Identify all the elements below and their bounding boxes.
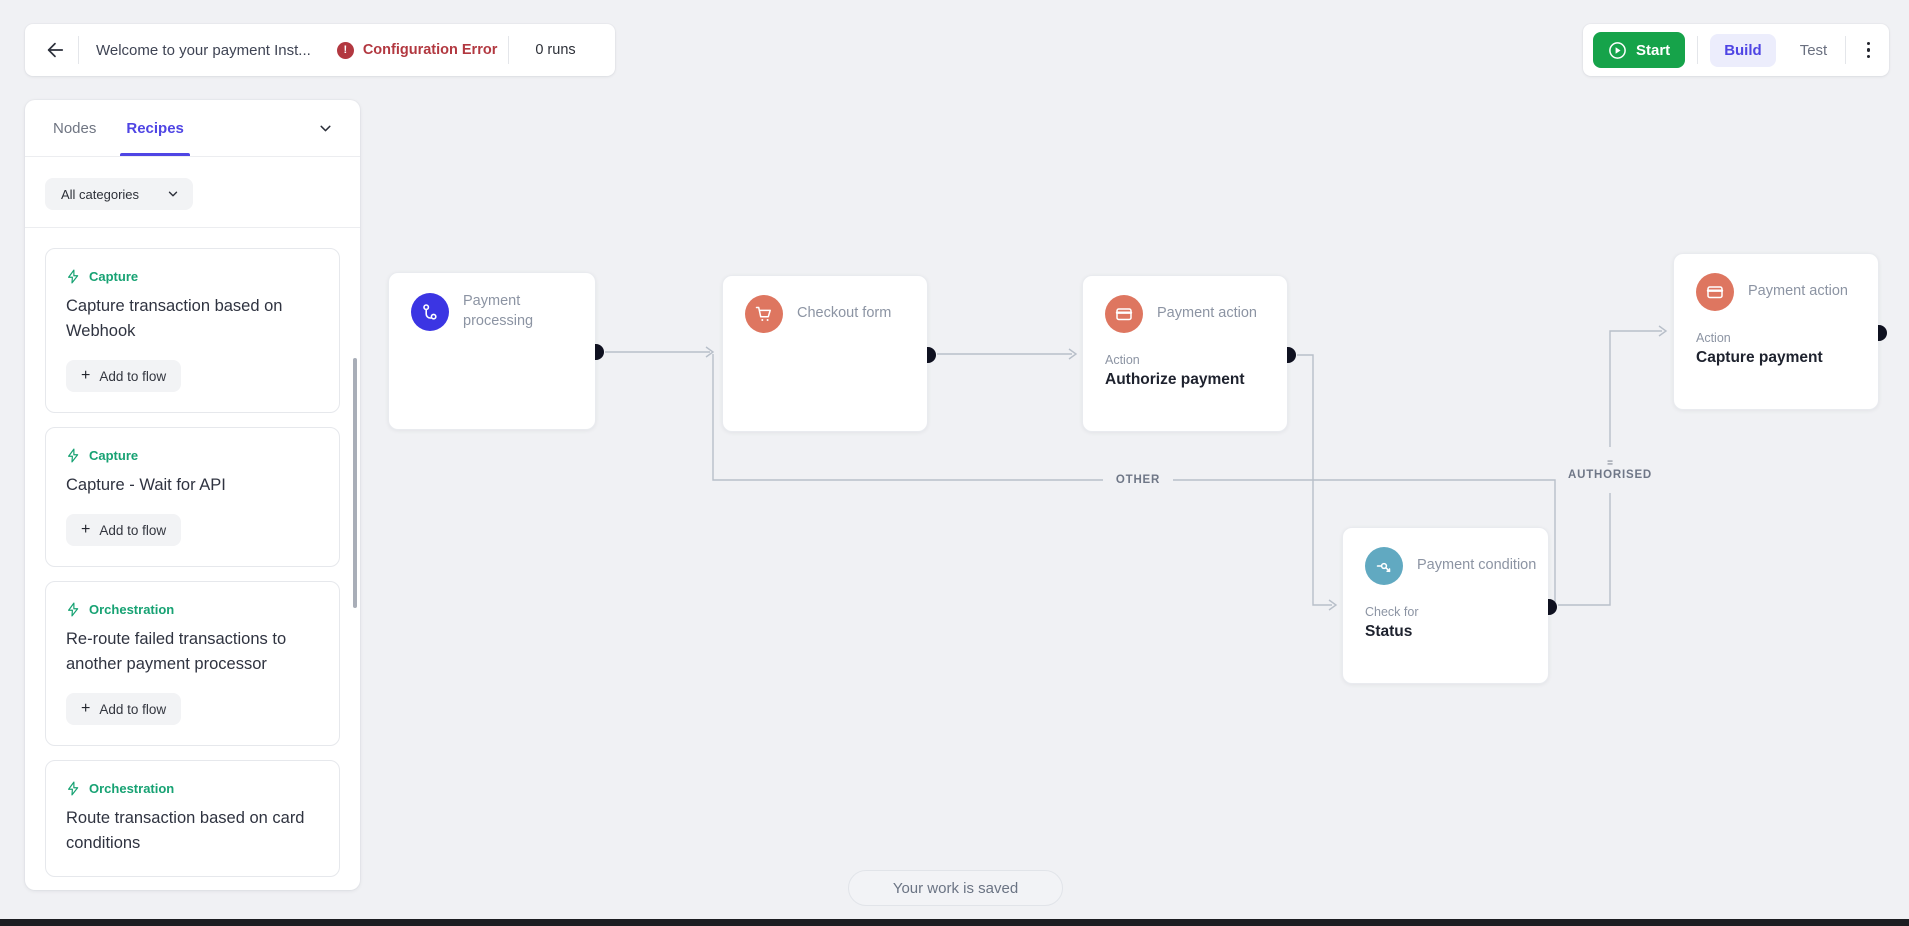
node-detail-value: Status [1365, 623, 1413, 640]
node-detail-label: Action [1105, 353, 1140, 367]
recipes-list: Capture Capture transaction based on Web… [25, 228, 360, 890]
category-filter-dropdown[interactable]: All categories [45, 178, 193, 210]
scrollbar-thumb[interactable] [353, 358, 357, 608]
recipe-category-label: Orchestration [89, 781, 175, 796]
recipe-title: Route transaction based on card conditio… [66, 809, 305, 852]
recipe-category-label: Capture [89, 448, 139, 463]
tab-test[interactable]: Test [1794, 34, 1834, 67]
plus-icon: + [81, 521, 91, 538]
recipe-title: Re-route failed transactions to another … [66, 630, 287, 673]
credit-card-icon [1105, 295, 1143, 333]
plus-icon: + [81, 700, 91, 717]
bolt-icon [68, 602, 79, 617]
node-payment-action-authorize[interactable]: Payment action Action Authorize payment [1082, 275, 1296, 432]
arrow-left-icon [47, 42, 64, 58]
node-title: Checkout form [797, 305, 892, 322]
node-detail-value: Authorize payment [1105, 371, 1245, 388]
recipe-title: Capture transaction based on Webhook [66, 297, 283, 340]
more-options-button[interactable] [1858, 35, 1879, 65]
recipe-card[interactable]: Orchestration Re-route failed transactio… [45, 581, 340, 746]
add-to-flow-button[interactable]: + Add to flow [66, 514, 182, 546]
save-status-toast: Your work is saved [848, 870, 1063, 906]
output-port[interactable] [1878, 325, 1887, 341]
bottom-edge-bar [0, 919, 1909, 926]
divider [78, 36, 79, 64]
condition-icon [1365, 547, 1403, 585]
bolt-icon [68, 269, 79, 284]
chevron-down-icon [168, 191, 178, 197]
start-button[interactable]: Start [1593, 32, 1686, 68]
node-title: Payment processing [463, 293, 534, 329]
edge-label-other: OTHER [1106, 472, 1170, 488]
header-actions: Start Build Test [1583, 24, 1889, 76]
recipe-card[interactable]: Orchestration Route transaction based on… [45, 760, 340, 877]
divider [1845, 36, 1847, 64]
recipe-card[interactable]: Capture Capture - Wait for API + Add to … [45, 427, 340, 567]
play-circle-icon [1609, 41, 1626, 59]
node-detail-label: Check for [1365, 605, 1419, 619]
tab-nodes[interactable]: Nodes [51, 100, 98, 156]
add-to-flow-label: Add to flow [99, 522, 167, 538]
edge-label-other-text: OTHER [1115, 474, 1161, 486]
output-port[interactable] [595, 344, 604, 360]
recipe-card[interactable]: Capture Capture transaction based on Web… [45, 248, 340, 413]
divider [508, 36, 510, 64]
edge-label-authorised-text: AUTHORISED [1567, 469, 1653, 481]
flow-title: Welcome to your payment Inst... [96, 41, 311, 59]
add-to-flow-label: Add to flow [99, 368, 167, 384]
back-button[interactable] [43, 38, 67, 62]
sidebar-panel: Nodes Recipes All categories Capture Cap… [25, 100, 360, 890]
edge-label-authorised: = AUTHORISED [1558, 457, 1662, 483]
node-detail-value: Capture payment [1696, 349, 1823, 366]
credit-card-icon [1696, 273, 1734, 311]
recipe-category: Orchestration [66, 602, 319, 617]
plus-icon: + [81, 367, 91, 384]
output-port[interactable] [1548, 599, 1557, 615]
configuration-error-badge[interactable]: ! Configuration Error [336, 41, 498, 59]
recipe-title: Capture - Wait for API [66, 476, 226, 494]
sidebar-tabbar: Nodes Recipes [25, 100, 360, 157]
add-to-flow-button[interactable]: + Add to flow [66, 360, 182, 392]
bolt-icon [68, 781, 79, 796]
node-payment-action-capture[interactable]: Payment action Action Capture payment [1673, 253, 1887, 410]
configuration-error-text: Configuration Error [362, 42, 498, 58]
chevron-down-icon [320, 125, 331, 131]
add-to-flow-label: Add to flow [99, 701, 167, 717]
tab-build[interactable]: Build [1710, 33, 1776, 67]
output-port[interactable] [1287, 347, 1296, 363]
node-detail-label: Action [1696, 331, 1731, 345]
recipe-category-label: Capture [89, 269, 139, 284]
bolt-icon [68, 448, 79, 463]
add-to-flow-button[interactable]: + Add to flow [66, 693, 182, 725]
output-port[interactable] [927, 347, 936, 363]
save-status-text: Your work is saved [892, 879, 1019, 897]
node-title: Payment condition [1417, 557, 1537, 574]
workflow-icon [411, 292, 449, 331]
equals-icon: = [1607, 458, 1613, 469]
header-bar: Welcome to your payment Inst... ! Config… [25, 24, 615, 76]
start-label: Start [1636, 41, 1671, 59]
kebab-icon [1866, 41, 1871, 46]
recipe-category-label: Orchestration [89, 602, 175, 617]
divider [1697, 36, 1699, 64]
node-title: Payment action [1157, 305, 1257, 322]
node-payment-condition[interactable]: Payment condition Check for Status [1342, 527, 1557, 684]
cart-icon [745, 295, 783, 333]
runs-count: 0 runs [535, 42, 576, 58]
filter-row: All categories [25, 157, 360, 228]
node-payment-processing[interactable]: Payment processing [388, 272, 604, 430]
node-checkout-form[interactable]: Checkout form [722, 275, 936, 432]
recipe-category: Orchestration [66, 781, 319, 796]
error-icon: ! [336, 41, 354, 59]
recipe-category: Capture [66, 269, 319, 284]
category-filter-value: All categories [61, 186, 140, 202]
node-title: Payment action [1748, 283, 1848, 300]
collapse-panel-button[interactable] [317, 100, 334, 156]
recipe-category: Capture [66, 448, 319, 463]
tab-recipes[interactable]: Recipes [120, 100, 190, 156]
